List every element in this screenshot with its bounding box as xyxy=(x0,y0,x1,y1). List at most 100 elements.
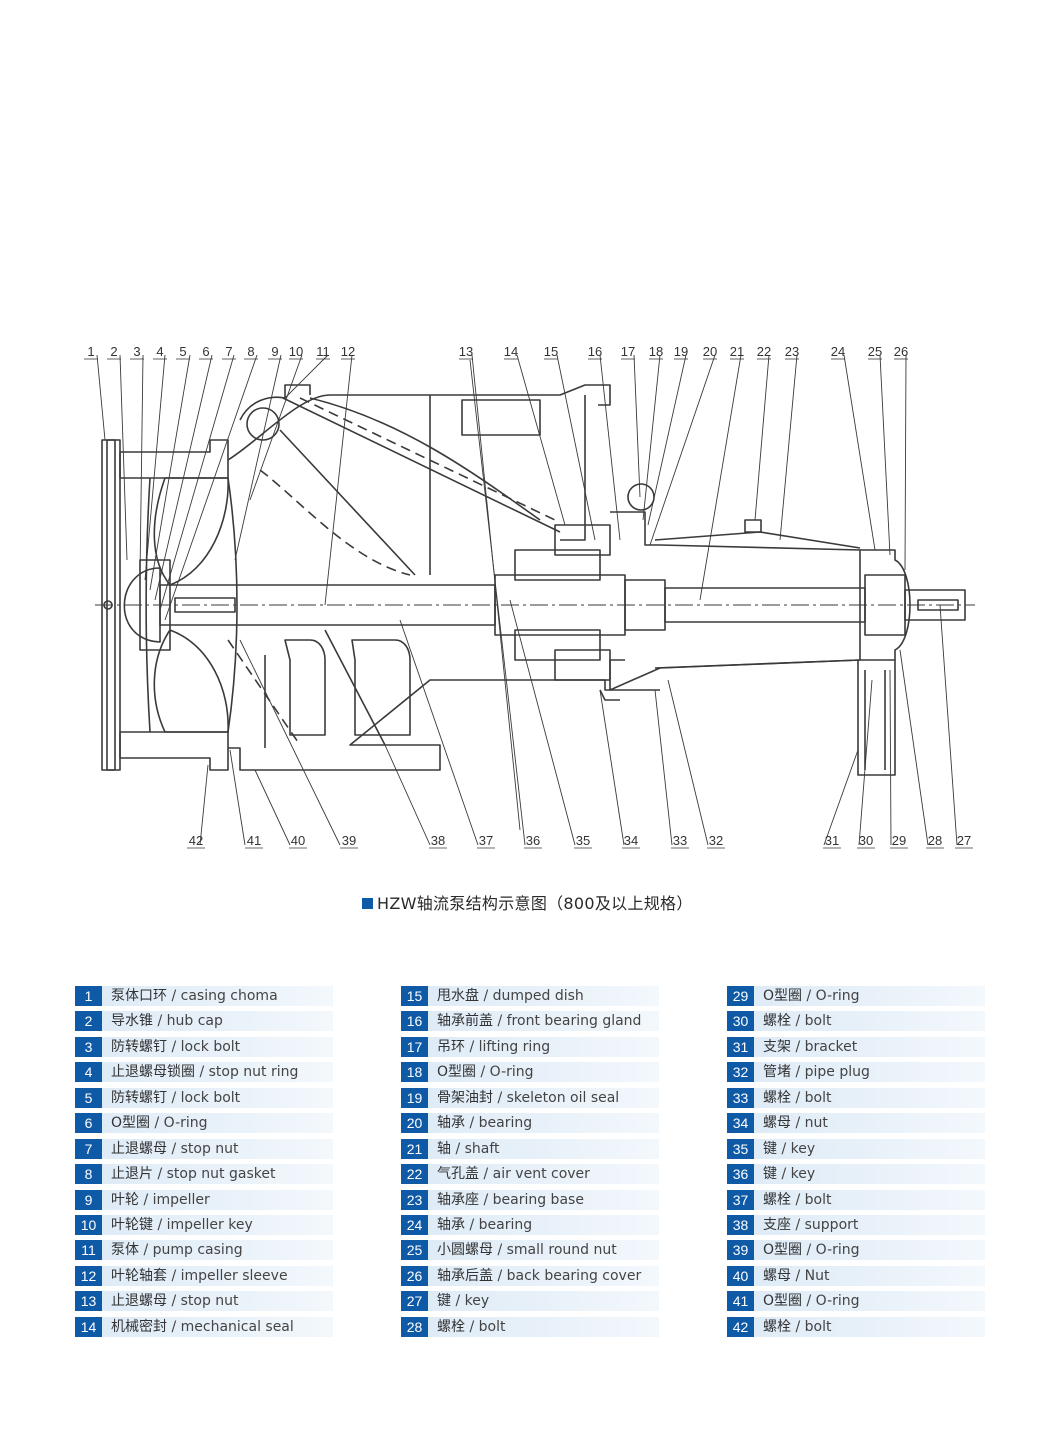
legend-item-english: stop nut xyxy=(180,1140,239,1157)
legend-item-chinese: 止退螺母 xyxy=(111,1293,167,1310)
legend-item-english: hub cap xyxy=(166,1013,223,1030)
legend-item-english: stop nut ring xyxy=(208,1064,299,1081)
legend-item-chinese: 叶轮键 xyxy=(111,1216,153,1233)
legend-item-chinese: 叶轮轴套 xyxy=(111,1267,167,1284)
legend-item-label: 键 / key xyxy=(763,1164,815,1184)
legend-item-english: shaft xyxy=(464,1140,500,1157)
legend-item-number: 17 xyxy=(401,1036,428,1057)
legend-item-label: O型圈 / O-ring xyxy=(437,1062,534,1082)
legend-item-label: 键 / key xyxy=(437,1291,489,1311)
legend-item-number: 40 xyxy=(727,1265,754,1286)
legend-item-number: 27 xyxy=(401,1291,428,1312)
legend-separator: / xyxy=(139,1191,153,1208)
legend-item-chinese: 吊环 xyxy=(437,1038,465,1055)
legend-item-number: 28 xyxy=(401,1316,428,1337)
hub-cap xyxy=(123,567,161,643)
callout-top-20: 20 xyxy=(703,344,717,359)
legend-item-chinese: 支座 xyxy=(763,1216,791,1233)
legend-item-number: 15 xyxy=(401,986,428,1006)
legend-item-number: 22 xyxy=(401,1164,428,1185)
legend-item-chinese: 螺栓 xyxy=(763,1191,791,1208)
legend-item-label: 支架 / bracket xyxy=(763,1037,857,1057)
callout-top-22: 22 xyxy=(757,344,771,359)
legend-item-english: mechanical seal xyxy=(180,1318,294,1335)
callout-bottom-38: 38 xyxy=(431,833,445,848)
callout-top-3: 3 xyxy=(133,344,140,359)
callout-bottom-27: 27 xyxy=(957,833,971,848)
legend-separator: / xyxy=(791,1013,805,1030)
legend-item-label: 螺母 / nut xyxy=(763,1113,828,1133)
legend-separator: / xyxy=(479,988,493,1004)
callout-bottom-41: 41 xyxy=(247,833,261,848)
legend-item-chinese: 叶轮 xyxy=(111,1191,139,1208)
legend-item-label: 轴承座 / bearing base xyxy=(437,1190,584,1210)
legend-item-label: O型圈 / O-ring xyxy=(763,986,860,1006)
callout-top-14: 14 xyxy=(504,344,518,359)
legend-separator: / xyxy=(476,1064,490,1081)
callout-bottom-42: 42 xyxy=(189,833,203,848)
callout-bottom-31: 31 xyxy=(825,833,839,848)
callout-top-7: 7 xyxy=(225,344,232,359)
legend-separator: / xyxy=(167,1267,181,1284)
legend-item-chinese: 气孔盖 xyxy=(437,1166,479,1183)
callout-top-23: 23 xyxy=(785,344,799,359)
callout-bottom-36: 36 xyxy=(526,833,540,848)
impeller-blade-upper xyxy=(153,477,229,586)
legend-item-english: O-ring xyxy=(815,1293,860,1310)
legend-item-english: O-ring xyxy=(163,1115,208,1132)
callout-top-18: 18 xyxy=(649,344,663,359)
legend-separator: / xyxy=(465,1216,479,1233)
legend-item-english: key xyxy=(464,1293,490,1310)
legend-separator: / xyxy=(791,1216,805,1233)
callout-top-9: 9 xyxy=(271,344,278,359)
callout-top-24: 24 xyxy=(831,344,845,359)
callout-top-6: 6 xyxy=(202,344,209,359)
legend-item-english: lock bolt xyxy=(180,1089,241,1106)
legend-item-number: 30 xyxy=(727,1011,754,1032)
legend-separator: / xyxy=(167,1140,181,1157)
legend-item-english: key xyxy=(790,1140,816,1157)
legend-separator: / xyxy=(777,1140,791,1157)
callout-bottom-40: 40 xyxy=(291,833,305,848)
legend-item-number: 18 xyxy=(401,1062,428,1083)
legend-separator: / xyxy=(150,1115,164,1132)
legend-item-number: 6 xyxy=(75,1113,102,1134)
legend-separator: / xyxy=(791,1267,805,1284)
callout-top-16: 16 xyxy=(588,344,602,359)
legend-item-label: 止退螺母 / stop nut xyxy=(111,1291,239,1311)
legend-separator: / xyxy=(791,1115,805,1132)
legend-item: 27 键 / key xyxy=(401,1291,659,1312)
legend-item-english: casing choma xyxy=(180,988,278,1004)
legend-item-label: 甩水盘 / dumped dish xyxy=(437,986,584,1006)
legend-item-chinese: O型圈 xyxy=(763,1293,803,1310)
legend-item-chinese: 导水锥 xyxy=(111,1013,153,1030)
legend-item-number: 36 xyxy=(727,1164,754,1185)
legend-item-label: 防转螺钉 / lock bolt xyxy=(111,1037,240,1057)
legend-item: 15 甩水盘 / dumped dish xyxy=(401,986,659,1006)
callout-top-2: 2 xyxy=(110,344,117,359)
legend-item-label: 止退螺母锁圈 / stop nut ring xyxy=(111,1062,298,1082)
legend-item-english: bolt xyxy=(804,1318,832,1335)
legend-separator: / xyxy=(493,1242,507,1259)
callout-top-26: 26 xyxy=(894,344,908,359)
legend-item-chinese: 机械密封 xyxy=(111,1318,167,1335)
legend-separator: / xyxy=(777,1166,791,1183)
callout-bottom-32: 32 xyxy=(709,833,723,848)
legend-item-english: lifting ring xyxy=(478,1038,551,1055)
legend-separator: / xyxy=(802,988,816,1004)
legend-item-chinese: 止退螺母 xyxy=(111,1140,167,1157)
legend-item-english: impeller key xyxy=(166,1216,253,1233)
